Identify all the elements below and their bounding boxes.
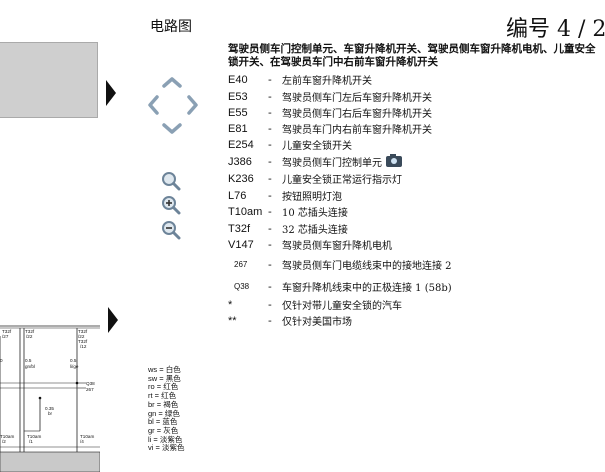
expand-arrow-icon[interactable] bbox=[108, 307, 118, 333]
connection-label: Q38 bbox=[86, 381, 95, 386]
legend-text: 车窗升降机线束中的正极连接 1 (58b) bbox=[282, 283, 452, 294]
connector-label: T10am bbox=[80, 434, 94, 439]
wire-color-row: rt = 红色 bbox=[148, 391, 177, 401]
legend-code: E81 bbox=[228, 122, 248, 135]
legend-code: J386 bbox=[228, 155, 252, 168]
legend-text: 驾驶员侧车门电缆线束中的接地连接 2 bbox=[282, 261, 452, 272]
legend-code: K236 bbox=[228, 172, 254, 185]
legend-code: 267 bbox=[234, 260, 248, 269]
legend-row: E254-儿童安全锁开关 bbox=[228, 138, 352, 153]
wire-label: 0.5 bbox=[25, 358, 32, 363]
legend-text: 左前车窗升降机开关 bbox=[282, 76, 372, 87]
legend-row: K236-儿童安全锁正常运行指示灯 bbox=[228, 172, 402, 187]
connector-label: T32f bbox=[78, 339, 88, 344]
wire-color-row: li = 淡紫色 bbox=[148, 434, 183, 444]
legend-code: Q38 bbox=[234, 282, 250, 291]
legend-text: 驾驶员侧车门右后车窗升降机开关 bbox=[282, 109, 432, 120]
wire-label: 0.5 bbox=[70, 358, 77, 363]
connector-label: T32f bbox=[25, 329, 35, 334]
wire-label: li/ge bbox=[70, 364, 79, 369]
legend-row: T10am-10 芯插头连接 bbox=[228, 205, 348, 220]
legend-text: 仅针对带儿童安全锁的汽车 bbox=[282, 301, 402, 312]
legend-row: 267-驾驶员侧车门电缆线束中的接地连接 2 bbox=[228, 257, 452, 273]
page-number: 编号 4 / 2 bbox=[506, 17, 605, 42]
legend-text: 32 芯插头连接 bbox=[282, 225, 348, 236]
connector-label: /27 bbox=[2, 334, 9, 339]
legend-row: E53-驾驶员侧车门左后车窗升降机开关 bbox=[228, 90, 432, 105]
chevron-right-icon[interactable] bbox=[180, 94, 206, 116]
legend-row: L76-按钮照明灯泡 bbox=[228, 189, 342, 204]
connector-label: /4 bbox=[80, 439, 84, 444]
wire-label: gn/bl bbox=[25, 364, 35, 369]
legend-text: 儿童安全锁开关 bbox=[282, 141, 352, 152]
wire-color-row: ws = 白色 bbox=[148, 365, 181, 374]
legend-text: 驾驶员车门内右前车窗升降机开关 bbox=[282, 125, 432, 136]
wire-label: 0.35 bbox=[45, 406, 54, 411]
wire-color-row: br = 褐色 bbox=[148, 399, 179, 409]
chevron-up-icon[interactable] bbox=[159, 71, 185, 93]
wire-label: 0 bbox=[0, 358, 3, 363]
legend-row: E81-驾驶员车门内右前车窗升降机开关 bbox=[228, 122, 432, 137]
chevron-down-icon[interactable] bbox=[159, 118, 185, 140]
legend-row: Q38-车窗升降机线束中的正极连接 1 (58b) bbox=[228, 279, 452, 295]
legend-code: E55 bbox=[228, 106, 248, 119]
legend-row: V147-驾驶员侧车窗升降机电机 bbox=[228, 238, 392, 253]
wire-color-legend: ws = 白色 sw = 黑色 ro = 红色 rt = 红色 br = 褐色 … bbox=[148, 365, 185, 453]
wire-color-row: gn = 绿色 bbox=[148, 408, 180, 418]
section-title: 电路图 bbox=[150, 19, 192, 35]
connector-label: /12 bbox=[80, 344, 87, 349]
legend-code: * bbox=[228, 298, 233, 311]
legend-text: 驾驶员侧车窗升降机电机 bbox=[282, 241, 392, 252]
legend-text: 按钮照明灯泡 bbox=[282, 192, 342, 203]
legend-text: 10 芯插头连接 bbox=[282, 208, 348, 219]
legend-row: J386-驾驶员侧车门控制单元 bbox=[228, 154, 402, 169]
legend-code: E40 bbox=[228, 73, 248, 86]
legend-code: E254 bbox=[228, 138, 254, 151]
legend-code: ** bbox=[228, 314, 237, 327]
zoom-in-icon[interactable] bbox=[158, 194, 184, 216]
wire-color-row: vi = 淡紫色 bbox=[148, 443, 185, 453]
connector-label: T10am bbox=[0, 434, 14, 439]
legend-code: T32f bbox=[228, 222, 251, 235]
connector-label: /2 bbox=[2, 439, 6, 444]
wire-color-row: ro = 红色 bbox=[148, 382, 179, 392]
zoom-out-icon[interactable] bbox=[158, 219, 184, 241]
connector-label: T32f bbox=[78, 329, 88, 334]
connector-label: /22 bbox=[78, 334, 85, 339]
legend-code: T10am bbox=[228, 205, 263, 218]
connector-label: T10am bbox=[27, 434, 41, 439]
legend-row: T32f-32 芯插头连接 bbox=[228, 222, 348, 237]
legend-code: E53 bbox=[228, 90, 248, 103]
legend-row: E55-驾驶员侧车门右后车窗升降机开关 bbox=[228, 106, 432, 121]
connector-label: /1 bbox=[29, 439, 33, 444]
legend-text: 驾驶员侧车门左后车窗升降机开关 bbox=[282, 93, 432, 104]
chevron-left-icon[interactable] bbox=[140, 94, 166, 116]
legend-code: L76 bbox=[228, 189, 247, 202]
wire-color-row: gr = 灰色 bbox=[148, 425, 179, 435]
legend-row: E40-左前车窗升降机开关 bbox=[228, 73, 372, 88]
connector-label: T32f bbox=[2, 329, 12, 334]
connector-label: /22 bbox=[26, 334, 33, 339]
legend-row: **-仅针对美国市场 bbox=[228, 314, 352, 329]
legend-text: 儿童安全锁正常运行指示灯 bbox=[282, 175, 402, 186]
diagram-title: 驾驶员侧车门控制单元、车窗升降机开关、驾驶员侧车窗升降机电机、儿童安全锁开关、在… bbox=[228, 43, 596, 68]
legend-text: 驾驶员侧车门控制单元 bbox=[282, 158, 382, 169]
expand-arrow-icon[interactable] bbox=[106, 80, 116, 106]
circuit-diagram-fragment[interactable]: T32f /27 T32f /22 T32f /22 T32f /12 0 0.… bbox=[0, 316, 100, 472]
zoom-icon[interactable] bbox=[158, 170, 184, 192]
connection-label: 267 bbox=[86, 387, 94, 392]
legend-code: V147 bbox=[228, 238, 254, 251]
wire-color-row: sw = 黑色 bbox=[148, 373, 181, 383]
camera-icon[interactable] bbox=[386, 154, 402, 167]
legend-row: *-仅针对带儿童安全锁的汽车 bbox=[228, 298, 402, 313]
diagram-preview-top[interactable] bbox=[0, 42, 98, 118]
wire-label: br bbox=[48, 411, 53, 416]
wire-color-row: bl = 蓝色 bbox=[148, 417, 178, 427]
legend-text: 仅针对美国市场 bbox=[282, 317, 352, 328]
